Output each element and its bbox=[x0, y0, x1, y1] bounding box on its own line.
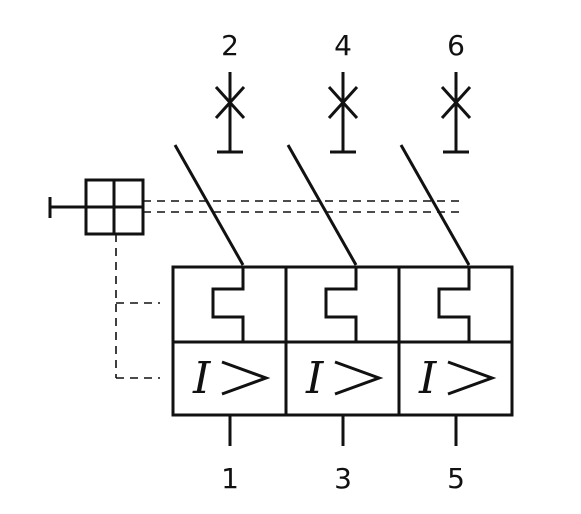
trip-letter-2: I bbox=[305, 353, 325, 404]
isolation-symbol-1 bbox=[214, 72, 246, 154]
thermal-trip-symbol-2 bbox=[324, 267, 358, 342]
magnetic-trip-symbol-3: I bbox=[418, 353, 497, 404]
bottom-terminal-label-1: 1 bbox=[221, 462, 239, 495]
magnetic-trip-symbol-1: I bbox=[192, 353, 271, 404]
bottom-terminal-label-2: 3 bbox=[334, 462, 352, 495]
isolation-symbol-3 bbox=[440, 72, 472, 154]
switch-blade-2 bbox=[286, 144, 358, 266]
trip-letter-1: I bbox=[192, 353, 212, 404]
trip-letter-3: I bbox=[418, 353, 438, 404]
bottom-terminal-label-3: 5 bbox=[447, 462, 465, 495]
top-terminal-label-3: 6 bbox=[447, 29, 465, 62]
switch-blade-3 bbox=[399, 144, 471, 266]
top-terminal-label-1: 2 bbox=[221, 29, 239, 62]
thermal-trip-symbol-1 bbox=[211, 267, 245, 342]
switch-blade-1 bbox=[173, 144, 245, 266]
thermal-trip-symbol-3 bbox=[437, 267, 471, 342]
magnetic-trip-symbol-2: I bbox=[305, 353, 384, 404]
top-terminal-label-2: 4 bbox=[334, 29, 352, 62]
isolation-symbol-2 bbox=[327, 72, 359, 154]
operating-handle bbox=[48, 178, 145, 236]
